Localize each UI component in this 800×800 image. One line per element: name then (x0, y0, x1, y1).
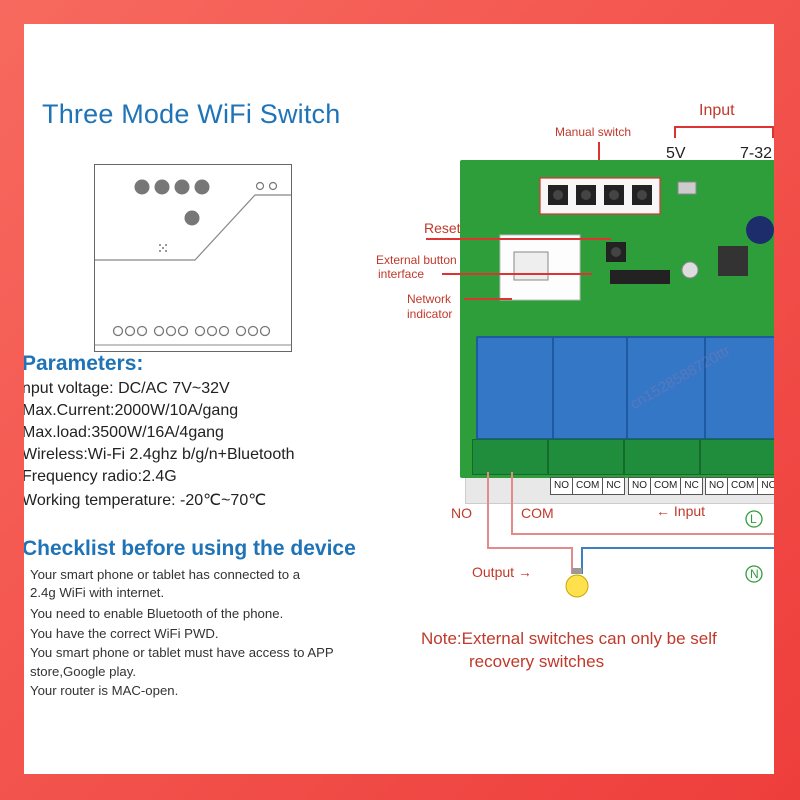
checklist-heading: Checklist before using the device (24, 537, 356, 560)
output-arrow-label: Output → (472, 564, 532, 580)
input-label: Input (699, 102, 735, 119)
param-max-load: Max.load:3500W/16A/4gang (24, 424, 224, 441)
note-line-2: recovery switches (469, 652, 605, 671)
param-temperature: Working temperature: -20℃~70℃ (24, 492, 267, 509)
manual-switch-label: Manual switch (555, 125, 632, 139)
checklist-item: 2.4g WiFi with internet. (30, 585, 165, 600)
external-button-label: External button (376, 253, 457, 267)
page-title: Three Mode WiFi Switch (42, 99, 341, 129)
param-wireless: Wireless:Wi-Fi 2.4ghz b/g/n+Bluetooth (24, 446, 295, 463)
device-outline-icon (95, 179, 291, 346)
l-symbol: L (750, 512, 757, 526)
7-32-label: 7-32 (740, 145, 773, 162)
network-indicator-label-2: indicator (407, 307, 453, 321)
wiring-diagram (487, 472, 774, 598)
note-line-1: Note:External switches can only be self (421, 629, 717, 648)
no-wire-label: NO (451, 505, 472, 521)
terminal-block (624, 439, 700, 475)
reset-label: Reset (424, 220, 461, 236)
terminal-block (548, 439, 624, 475)
note-text: Note:External switches can only be self … (421, 627, 717, 673)
com-wire-label: COM (521, 505, 554, 521)
checklist-item: You need to enable Bluetooth of the phon… (30, 606, 284, 621)
terminal-block (700, 439, 774, 475)
checklist-item: Your smart phone or tablet has connected… (30, 567, 301, 582)
product-image: Three Mode WiFi Switch Parameters: nput … (24, 24, 774, 774)
checklist-item: store,Google play. (30, 664, 137, 679)
input-arrow-label: ← Input (656, 503, 706, 519)
checklist-item: You smart phone or tablet must have acce… (30, 645, 334, 660)
checklist-item: You have the correct WiFi PWD. (30, 626, 219, 641)
param-input-voltage: nput voltage: DC/AC 7V~32V (24, 380, 230, 397)
n-symbol: N (750, 567, 759, 581)
param-frequency: Frequency radio:2.4G (24, 468, 177, 485)
parameters-heading: Parameters: (24, 352, 144, 375)
param-max-current: Max.Current:2000W/10A/gang (24, 402, 239, 419)
external-button-label-2: interface (378, 267, 425, 281)
device-sketch (94, 164, 292, 352)
relay-1 (476, 336, 558, 440)
terminal-block (472, 439, 548, 475)
network-indicator-label: Network (407, 292, 452, 306)
pcb-components-icon (499, 177, 774, 301)
relay-2 (552, 336, 634, 440)
checklist-item: Your router is MAC-open. (30, 683, 179, 698)
5v-label: 5V (666, 145, 686, 162)
